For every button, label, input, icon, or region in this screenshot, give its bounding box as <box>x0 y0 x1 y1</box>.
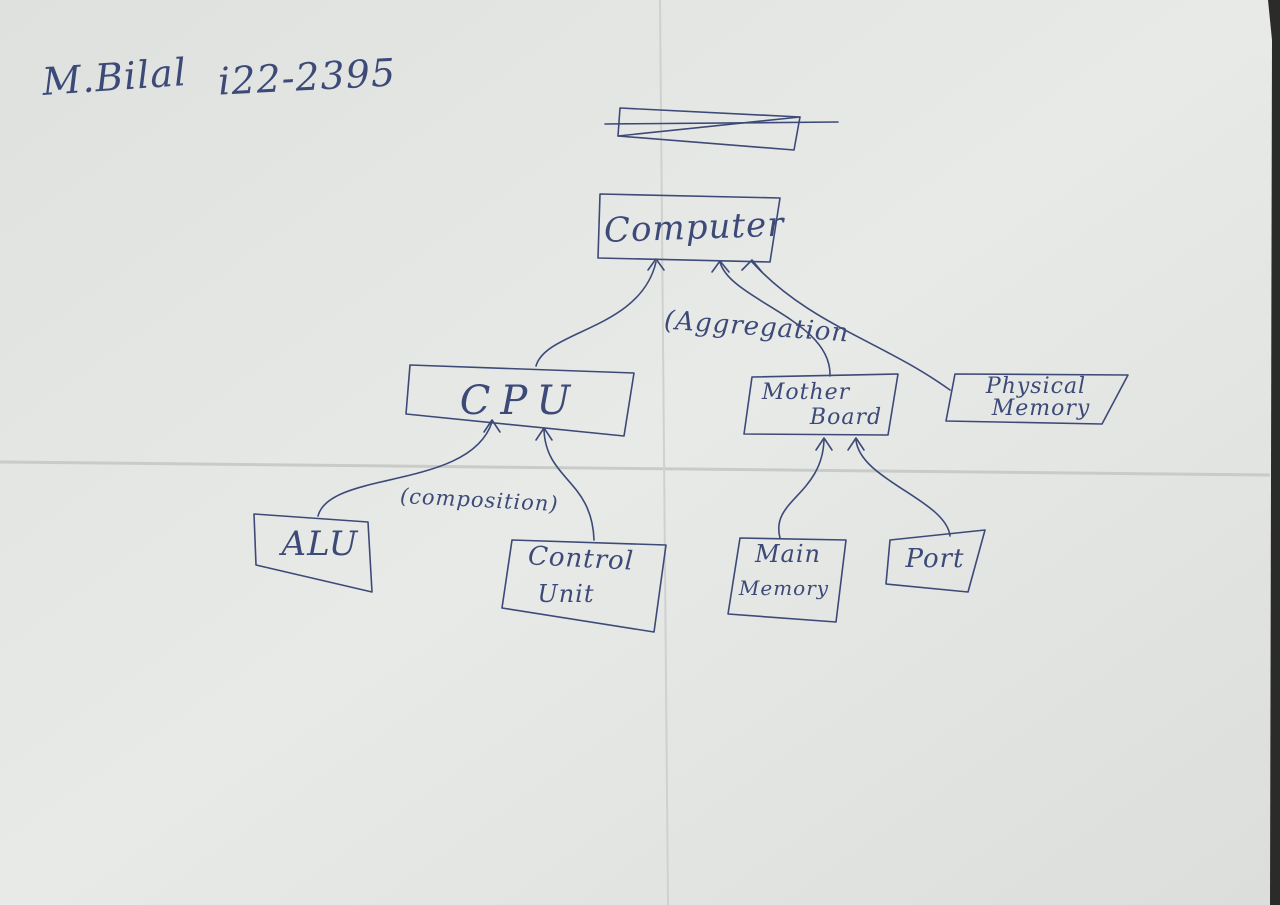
port-to-motherboard-arrowhead <box>847 437 865 451</box>
main-memory-label-line2: Memory <box>738 576 830 600</box>
cpu-to-computer-line <box>535 261 657 367</box>
motherboard-box <box>743 373 899 436</box>
port-box <box>885 529 986 593</box>
alu-to-cpu-arrowhead <box>483 419 501 433</box>
cpu-label: CPU <box>459 378 581 424</box>
alu-box <box>253 513 373 593</box>
computer-box <box>597 193 781 263</box>
physical-memory-box <box>945 373 1129 425</box>
alu-label: ALU <box>281 524 359 564</box>
physical-memory-to-computer-line <box>751 261 951 391</box>
motherboard-to-computer-line <box>719 261 831 377</box>
cpu-box <box>405 364 635 437</box>
control-unit-label-line2: Unit <box>537 580 595 608</box>
motherboard-label-line2: Board <box>809 405 883 430</box>
main-memory-to-motherboard-arrowhead <box>815 437 833 451</box>
control-unit-to-cpu-line <box>543 429 595 541</box>
main-memory-label-line1: Main <box>754 540 821 568</box>
roll-number: i22-2395 <box>216 50 398 104</box>
fold-crease-vertical <box>659 0 669 905</box>
main-memory-to-motherboard-line <box>777 439 825 539</box>
physical-memory-label-line1: Physical <box>985 374 1087 399</box>
motherboard-to-computer-arrowhead <box>711 260 730 273</box>
control-unit-box <box>501 539 667 633</box>
physical-memory-to-computer-arrowhead <box>741 259 763 273</box>
control-unit-to-cpu-arrowhead <box>535 427 553 441</box>
cpu-to-computer-arrowhead <box>647 258 665 271</box>
motherboard-label-line1: Mother <box>761 380 851 405</box>
computer-label: Computer <box>603 204 786 251</box>
alu-to-cpu-line <box>317 421 493 517</box>
fold-crease-horizontal <box>0 460 1271 477</box>
port-to-motherboard-line <box>855 439 951 537</box>
port-label: Port <box>905 544 965 574</box>
physical-memory-label-line2: Memory <box>991 396 1091 421</box>
main-memory-box <box>727 537 847 623</box>
scribbled-box <box>604 107 839 151</box>
